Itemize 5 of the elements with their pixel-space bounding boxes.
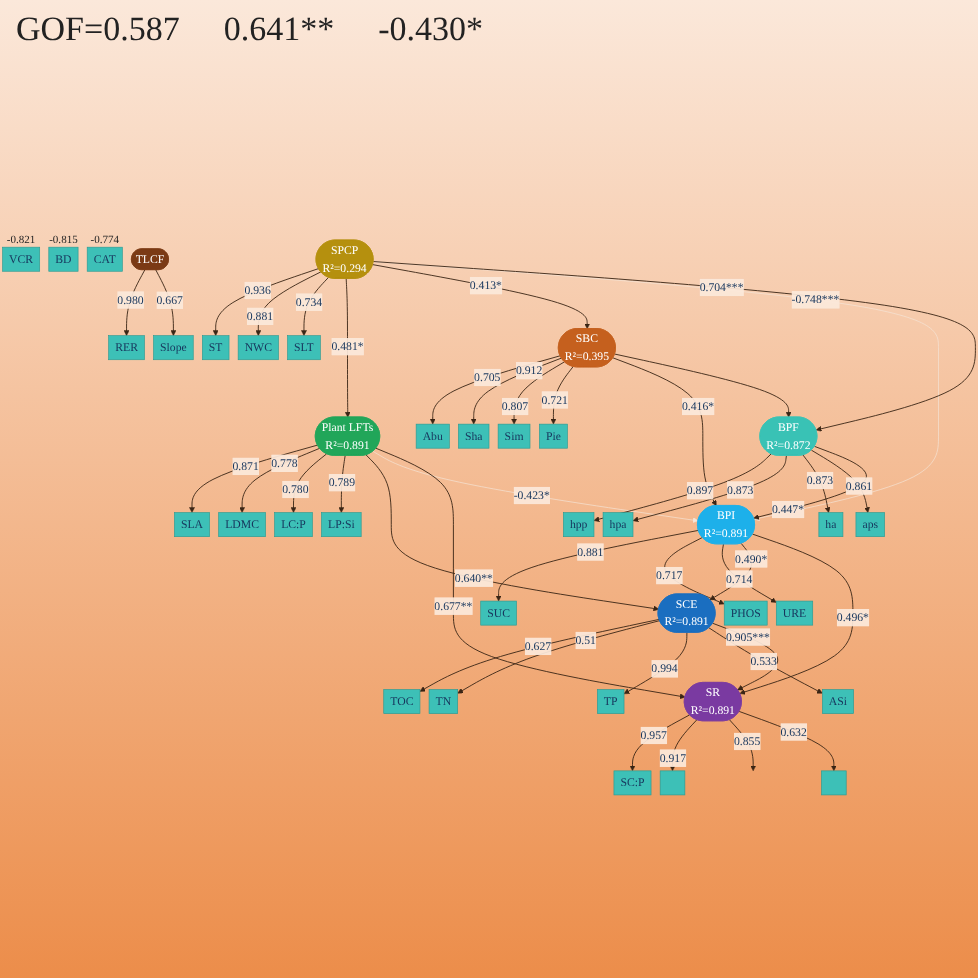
node-box [659,770,686,796]
node-box [821,770,847,796]
value-label: -0.430* [378,10,484,50]
value-label: 0.641** [223,10,335,50]
value-label: GOF=0.587 [16,10,180,50]
